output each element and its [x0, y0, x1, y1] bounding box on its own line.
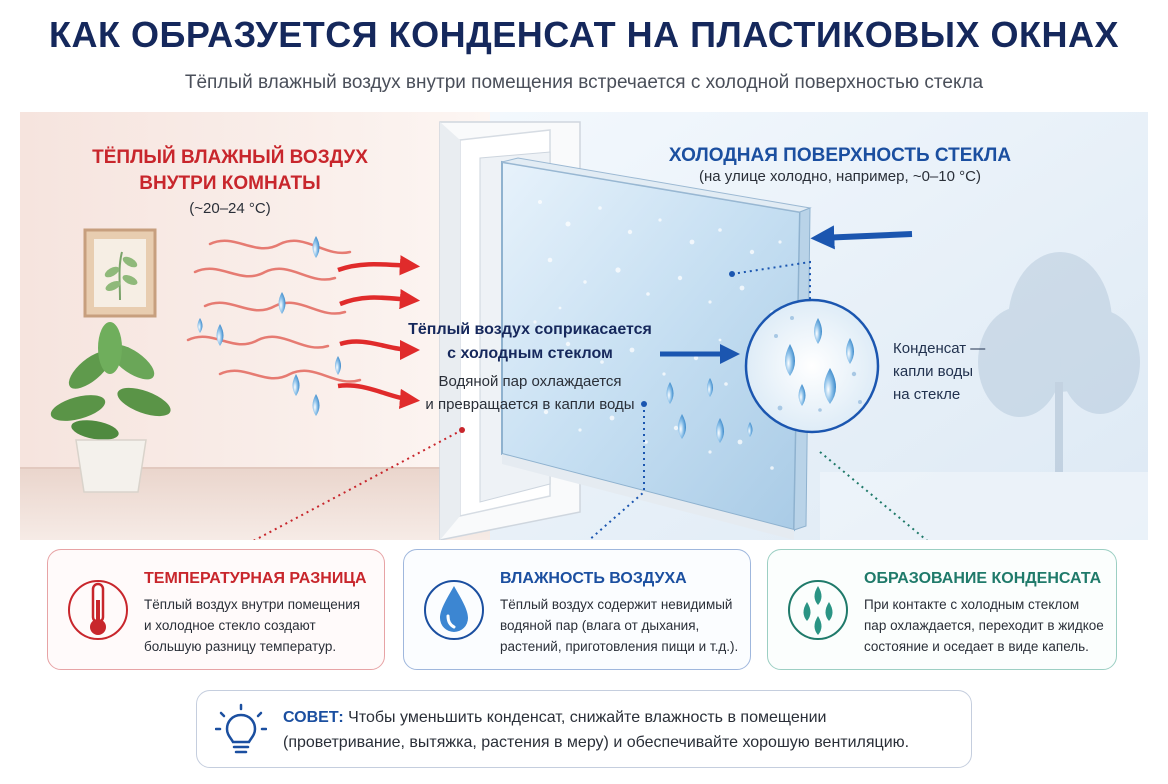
- warm-air-line2: ВНУТРИ КОМНАТЫ: [139, 173, 321, 194]
- condensate-label: Конденсат — капли воды на стекле: [893, 337, 1033, 406]
- card-condensate-formation: ОБРАЗОВАНИЕ КОНДЕНСАТА При контакте с хо…: [767, 549, 1117, 670]
- magnified-dots: [774, 316, 862, 412]
- thermometer-icon: [68, 580, 128, 640]
- tip-text: СОВЕТ: Чтобы уменьшить конденсат, снижай…: [283, 705, 963, 755]
- glass-drops: [666, 378, 753, 443]
- condensate-line2: капли воды: [893, 363, 974, 380]
- contact-bold-line1: Тёплый воздух соприкасается: [408, 321, 652, 338]
- tip-line1: Чтобы уменьшить конденсат, снижайте влаж…: [348, 709, 827, 726]
- lightbulb-icon: [215, 703, 267, 754]
- cold-glass-note: (на улице холодно, например, ~0–10 °С): [699, 168, 981, 185]
- contact-explanation: Тёплый воздух соприкасается с холодным с…: [400, 318, 660, 416]
- tip-box: СОВЕТ: Чтобы уменьшить конденсат, снижай…: [196, 690, 972, 768]
- potted-plant: [50, 322, 171, 493]
- warm-air-waves: [186, 239, 362, 383]
- water-drop-icon: [424, 580, 484, 640]
- page-subtitle: Тёплый влажный воздух внутри помещения в…: [184, 72, 984, 93]
- condensate-magnifier: [744, 298, 880, 434]
- warm-air-label: ТЁПЛЫЙ ВЛАЖНЫЙ ВОЗДУХ ВНУТРИ КОМНАТЫ: [70, 145, 390, 197]
- magnified-drops: [785, 318, 854, 406]
- tip-label: СОВЕТ:: [283, 709, 344, 726]
- contact-text-line2: и превращается в капли воды: [425, 396, 635, 413]
- card-air-humidity: ВЛАЖНОСТЬ ВОЗДУХА Тёплый воздух содержит…: [403, 549, 751, 670]
- card-title: ОБРАЗОВАНИЕ КОНДЕНСАТА: [864, 570, 1102, 587]
- card-text: Тёплый воздух внутри помещения и холодно…: [144, 597, 361, 654]
- winter-trees: [978, 252, 1140, 472]
- condensate-line3: на стекле: [893, 386, 961, 403]
- card-text: Тёплый воздух содержит невидимый водяной…: [500, 597, 739, 654]
- page-title: КАК ОБРАЗУЕТСЯ КОНДЕНСАТ НА ПЛАСТИКОВЫХ …: [49, 14, 1119, 55]
- air-droplets: [197, 236, 341, 416]
- card-text: При контакте с холодным стеклом пар охла…: [864, 597, 1104, 654]
- tip-line2: (проветривание, вытяжка, растения в меру…: [283, 734, 910, 751]
- warm-air-temp: (~20–24 °С): [189, 200, 271, 217]
- contact-bold-line2: с холодным стеклом: [447, 345, 613, 362]
- droplets-icon: [788, 580, 848, 640]
- card-title: ВЛАЖНОСТЬ ВОЗДУХА: [500, 570, 687, 587]
- warm-air-arrows: [337, 255, 421, 409]
- card-temperature-difference: ТЕМПЕРАТУРНАЯ РАЗНИЦА Тёплый воздух внут…: [47, 549, 385, 670]
- warm-air-line1: ТЁПЛЫЙ ВЛАЖНЫЙ ВОЗДУХ: [92, 147, 368, 168]
- contact-text-line1: Водяной пар охлаждается: [438, 373, 622, 390]
- window-condensation-illustration: [20, 112, 1148, 540]
- card-title: ТЕМПЕРАТУРНАЯ РАЗНИЦА: [144, 570, 367, 587]
- cold-arrow: [810, 225, 913, 250]
- wall-picture: [83, 228, 157, 318]
- cold-glass-title: ХОЛОДНАЯ ПОВЕРХНОСТЬ СТЕКЛА: [668, 145, 1012, 166]
- condensate-line1: Конденсат —: [893, 340, 986, 357]
